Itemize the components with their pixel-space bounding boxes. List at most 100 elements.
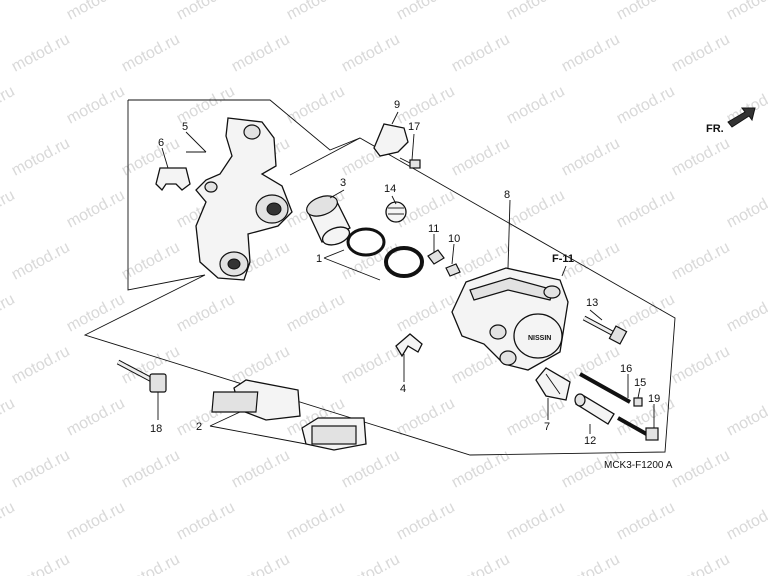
watermark-text: motod.ru [9,239,73,284]
watermark-text: motod.ru [0,187,18,232]
callout-7: 7 [544,421,550,433]
watermark-text: motod.ru [0,291,18,336]
callout-14: 14 [384,183,396,195]
callout-15: 15 [634,377,646,389]
watermark-text: motod.ru [9,447,73,492]
watermark-text: motod.ru [559,135,623,180]
outline-divider [289,137,361,176]
watermark-text: motod.ru [0,0,18,24]
sleeve-12 [574,393,615,425]
boot-14 [385,201,407,223]
watermark-text: motod.ru [64,499,128,544]
watermark-text: motod.ru [0,499,18,544]
callout-6: 6 [158,137,164,149]
assembly-outline [83,99,676,456]
watermark-text: motod.ru [614,291,678,336]
watermark-text: motod.ru [119,239,183,284]
watermark-text: motod.ru [64,291,128,336]
watermark-text: motod.ru [9,343,73,388]
watermark-text: motod.ru [229,551,293,576]
watermark-text: motod.ru [559,551,623,576]
watermark-text: motod.ru [339,343,403,388]
watermark-text: motod.ru [174,291,238,336]
piston-seal-set [346,227,424,278]
watermark-text: motod.ru [284,499,348,544]
callout-2: 2 [196,421,202,433]
watermark-text: motod.ru [449,135,513,180]
watermark-text: motod.ru [504,187,568,232]
watermark-text: motod.ru [449,551,513,576]
caliper-logo: NISSIN [528,335,551,342]
callout-5: 5 [182,121,188,133]
callout-11: 11 [428,223,439,235]
watermark-text: motod.ru [119,551,183,576]
watermark-text: motod.ru [339,31,403,76]
direction-label: FR. [706,123,724,135]
reference-leader [561,265,567,277]
sleeve-boot-7 [535,367,571,401]
bleeder-cap [373,123,409,157]
watermark-text: motod.ru [559,31,623,76]
bolt-19 [617,416,659,441]
watermark-text: motod.ru [724,291,768,336]
caliper-body: NISSIN [451,267,569,371]
reference-label: F-11 [552,253,574,265]
watermark-text: motod.ru [394,395,458,440]
watermark-text: motod.ru [394,0,458,24]
watermark-text: motod.ru [119,447,183,492]
callout-12: 12 [584,435,596,447]
piston [306,195,351,246]
watermark-text: motod.ru [669,31,733,76]
pin-16 [579,372,631,404]
diagram-code: MCK3-F1200 A [604,460,673,471]
watermark-text: motod.ru [504,0,568,24]
watermark-text: motod.ru [0,83,18,128]
watermark-text: motod.ru [614,187,678,232]
callout-3: 3 [340,177,346,189]
bracket-bolt-18 [116,359,167,420]
watermark-text: motod.ru [449,31,513,76]
callout-17: 17 [408,121,420,133]
bleeder-bolt-17 [399,157,421,169]
watermark-text: motod.ru [669,135,733,180]
callout-4: 4 [400,383,406,395]
watermark-text: motod.ru [174,499,238,544]
watermark-text: motod.ru [284,0,348,24]
watermark-text: motod.ru [229,31,293,76]
pad-clip [395,333,423,358]
watermark-text: motod.ru [339,447,403,492]
watermark-text: motod.ru [64,83,128,128]
leader-lines [161,111,655,445]
bleeder-screw-10 [445,263,461,277]
callout-16: 16 [620,363,632,375]
watermark-text: motod.ru [9,135,73,180]
watermark-text: motod.ru [449,447,513,492]
nut-15 [633,397,643,407]
watermark-text: motod.ru [394,291,458,336]
pad-spring [155,167,191,192]
callout-1: 1 [316,253,322,265]
watermark-text: motod.ru [229,447,293,492]
caliper-bracket [195,117,293,281]
watermark-text: motod.ru [504,83,568,128]
watermark-text: motod.ru [669,343,733,388]
watermark-text: motod.ru [339,551,403,576]
watermark-text: motod.ru [394,83,458,128]
watermark-text: motod.ru [669,551,733,576]
watermark-text: motod.ru [724,187,768,232]
watermark-text: motod.ru [614,83,678,128]
watermark-text: motod.ru [724,499,768,544]
watermark-text: motod.ru [669,239,733,284]
watermark-text: motod.ru [9,551,73,576]
bleeder-valve-11 [427,249,445,265]
callout-18: 18 [150,423,162,435]
watermark-text: motod.ru [0,395,18,440]
watermark-text: motod.ru [229,343,293,388]
watermark-text: motod.ru [394,499,458,544]
watermark-text: motod.ru [119,31,183,76]
watermark-text: motod.ru [64,395,128,440]
direction-arrow-icon [727,107,756,128]
